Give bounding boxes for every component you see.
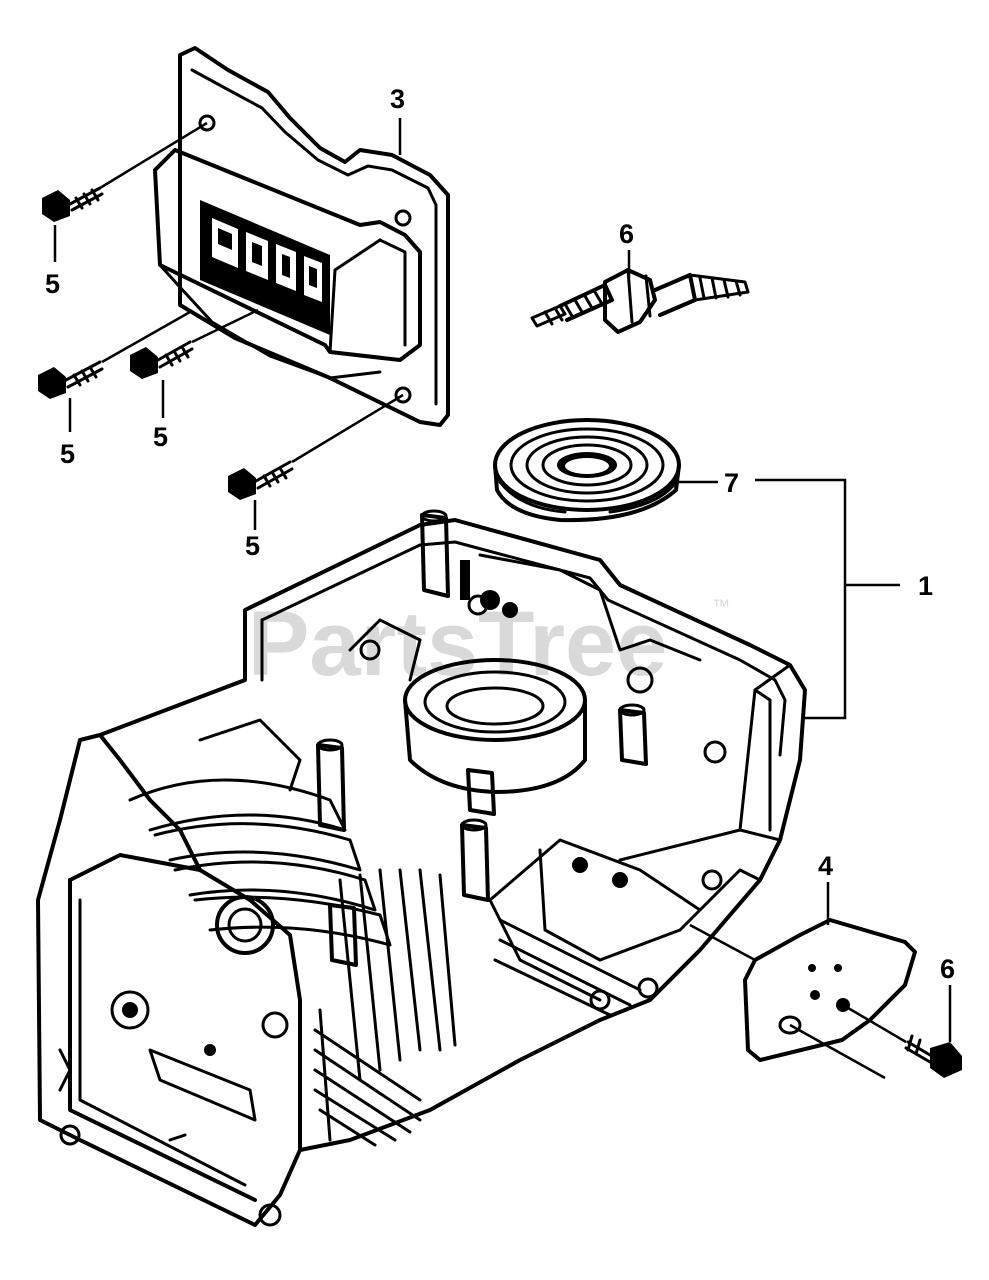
oil-seal-part[interactable] [493, 418, 681, 523]
cylinder-block-part[interactable] [36, 509, 807, 1227]
bolt-6-lower[interactable] [842, 1003, 962, 1078]
callout-5a: 5 [45, 269, 60, 299]
callout-5c: 5 [153, 422, 168, 452]
watermark-text: PartsTree [248, 593, 667, 695]
cover-logo-block [200, 200, 330, 335]
callout-6b: 6 [940, 954, 955, 984]
spark-plug-part[interactable] [530, 268, 750, 334]
bolt-5c[interactable] [130, 308, 259, 379]
watermark-trademark: ™ [712, 596, 730, 616]
bolt-5d[interactable] [228, 393, 404, 500]
callout-7: 7 [724, 468, 739, 498]
callout-5b: 5 [60, 439, 75, 469]
bolt-5b[interactable] [38, 310, 191, 399]
bolt-5a[interactable] [42, 121, 208, 222]
callout-3: 3 [390, 84, 405, 114]
head-cover-part[interactable] [153, 46, 450, 427]
leader-1-bracket [755, 478, 900, 720]
callout-6a: 6 [619, 219, 634, 249]
callout-5d: 5 [245, 531, 260, 561]
callout-1: 1 [918, 571, 933, 601]
plate-part[interactable] [689, 918, 917, 1080]
callout-4: 4 [818, 851, 833, 881]
